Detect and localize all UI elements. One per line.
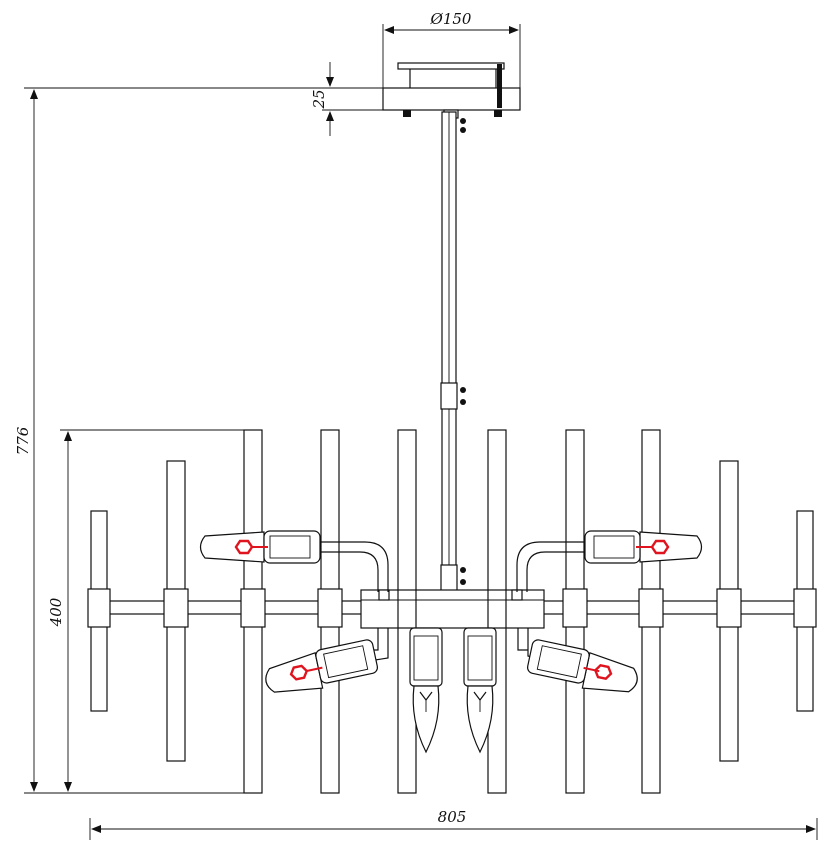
dimension-total-height: 776 (14, 87, 383, 794)
dimension-canopy-diameter: Ø150 (382, 10, 521, 88)
dimension-body-height: 400 (47, 429, 244, 792)
crystal-rod (716, 460, 742, 762)
canopy (382, 62, 521, 119)
crystal-rod (163, 460, 189, 762)
crystal-rod (793, 510, 817, 712)
crystal-rod (397, 429, 417, 794)
label-total-height: 776 (14, 426, 32, 455)
crystal-rod (317, 429, 343, 794)
crystal-rod (562, 429, 588, 794)
bulb-lower-right (526, 639, 638, 693)
horizontal-bar (102, 589, 804, 629)
crystal-rod (487, 429, 507, 794)
bulb-lower-left (265, 639, 379, 693)
crystal-rod (638, 429, 664, 794)
crystal-rods (87, 429, 817, 794)
dimension-total-width: 805 (89, 808, 818, 840)
label-total-width: 805 (438, 808, 467, 826)
dimension-canopy-height: 25 (310, 62, 383, 136)
label-body-height: 400 (47, 597, 65, 627)
bulb-bottom-right (463, 627, 497, 754)
crystal-rod (240, 429, 266, 794)
label-canopy-height: 25 (310, 89, 328, 109)
bulb-upper-right (584, 530, 703, 564)
bulb-upper-left (199, 530, 321, 564)
crystal-rod (87, 510, 111, 712)
bulb-bottom-left (409, 627, 443, 754)
suspension-rod (440, 111, 466, 592)
label-canopy-diameter: Ø150 (430, 10, 472, 28)
